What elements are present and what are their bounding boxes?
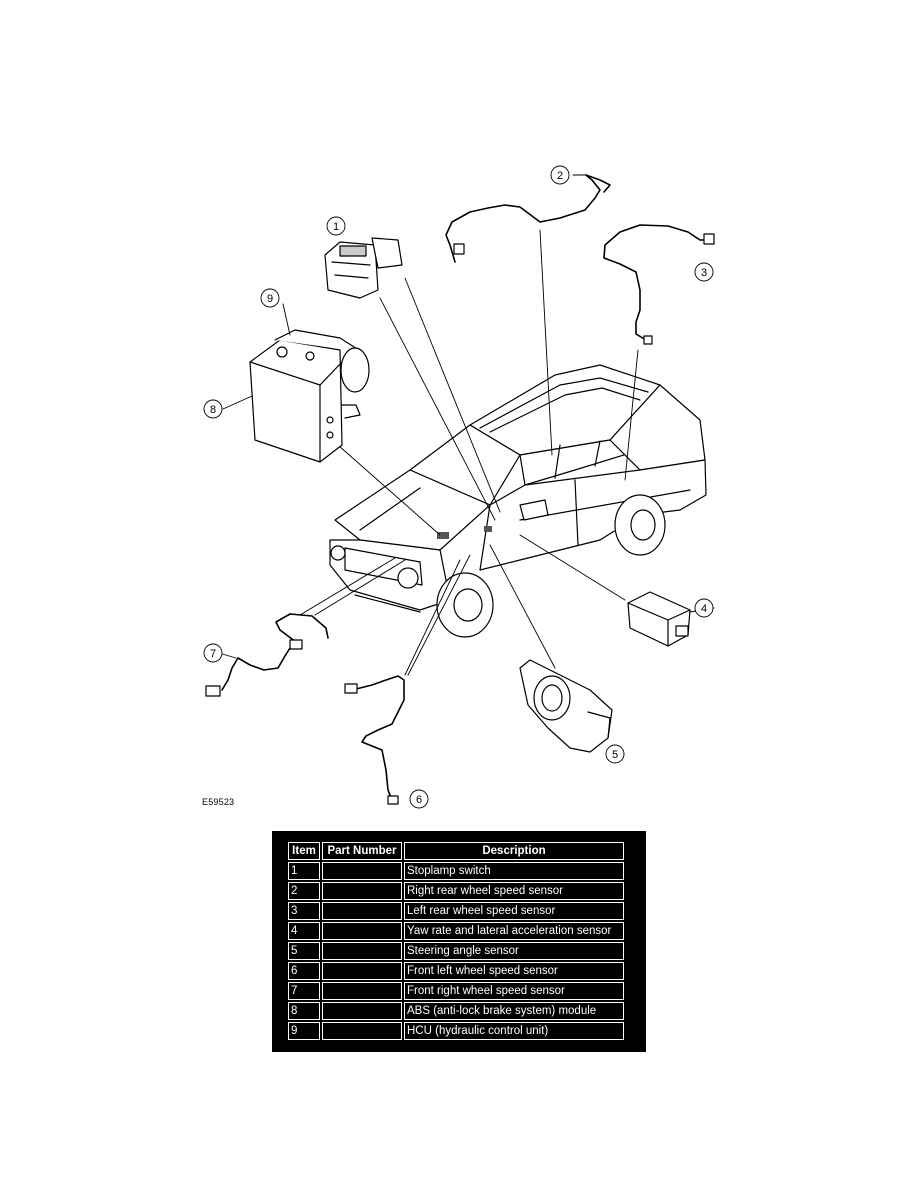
table-row: 8 ABS (anti-lock brake system) module	[288, 1002, 624, 1020]
callout-9: 9	[260, 288, 280, 308]
component-location-diagram: 1 2 3 4 5 6 7 8	[203, 165, 715, 809]
table-header-row: Item Part Number Description	[288, 842, 624, 860]
item-column-header: Item	[288, 842, 320, 860]
item-cell: 5	[288, 942, 320, 960]
table-row: 6 Front left wheel speed sensor	[288, 962, 624, 980]
callout-8-label: 8	[210, 404, 216, 416]
item-cell: 4	[288, 922, 320, 940]
description-cell: HCU (hydraulic control unit)	[404, 1022, 624, 1040]
callout-9-label: 9	[267, 293, 273, 305]
callout-6-label: 6	[416, 794, 422, 806]
description-cell: Right rear wheel speed sensor	[404, 882, 624, 900]
callout-3: 3	[694, 262, 714, 282]
item-cell: 9	[288, 1022, 320, 1040]
part-number-cell	[322, 862, 402, 880]
table-row: 9 HCU (hydraulic control unit)	[288, 1022, 624, 1040]
stoplamp-switch-part	[324, 237, 403, 299]
table-row: 3 Left rear wheel speed sensor	[288, 902, 624, 920]
part-number-column-header: Part Number	[322, 842, 402, 860]
callout-4-label: 4	[701, 603, 707, 615]
item-cell: 6	[288, 962, 320, 980]
parts-table-panel: Item Part Number Description 1 Stoplamp s…	[272, 831, 646, 1052]
part-number-cell	[322, 942, 402, 960]
callout-2: 2	[550, 165, 570, 185]
vehicle-illustration	[329, 364, 707, 638]
part-number-cell	[322, 962, 402, 980]
part-number-cell	[322, 902, 402, 920]
abs-module-hcu-part	[249, 329, 370, 463]
callout-8: 8	[203, 399, 223, 419]
description-cell: ABS (anti-lock brake system) module	[404, 1002, 624, 1020]
table-row: 2 Right rear wheel speed sensor	[288, 882, 624, 900]
parts-table-body: 1 Stoplamp switch 2 Right rear wheel speed …	[288, 862, 624, 1040]
figure-id: E59523	[202, 797, 235, 807]
callout-5: 5	[605, 744, 625, 764]
callout-1: 1	[326, 216, 346, 236]
left-rear-wheel-speed-sensor-part	[603, 224, 715, 345]
part-number-cell	[322, 882, 402, 900]
callout-4: 4	[694, 598, 714, 618]
description-column-header: Description	[404, 842, 624, 860]
part-number-cell	[322, 922, 402, 940]
callout-6: 6	[409, 789, 429, 809]
callout-3-label: 3	[701, 267, 707, 279]
item-cell: 8	[288, 1002, 320, 1020]
table-row: 4 Yaw rate and lateral acceleration senso…	[288, 922, 624, 940]
leader-lines	[299, 229, 639, 676]
table-row: 5 Steering angle sensor	[288, 942, 624, 960]
front-left-wheel-speed-sensor-part	[344, 675, 405, 805]
item-cell: 1	[288, 862, 320, 880]
part-number-cell	[322, 1022, 402, 1040]
item-cell: 3	[288, 902, 320, 920]
description-cell: Front right wheel speed sensor	[404, 982, 624, 1000]
callout-5-label: 5	[612, 749, 618, 761]
callout-2-label: 2	[557, 170, 563, 182]
description-cell: Stoplamp switch	[404, 862, 624, 880]
table-row: 1 Stoplamp switch	[288, 862, 624, 880]
description-cell: Steering angle sensor	[404, 942, 624, 960]
front-right-wheel-speed-sensor-part	[205, 613, 329, 697]
description-cell: Yaw rate and lateral acceleration sensor	[404, 922, 624, 940]
description-cell: Left rear wheel speed sensor	[404, 902, 624, 920]
item-cell: 2	[288, 882, 320, 900]
table-row: 7 Front right wheel speed sensor	[288, 982, 624, 1000]
right-rear-wheel-speed-sensor-part	[445, 174, 611, 263]
parts-table: Item Part Number Description 1 Stoplamp s…	[286, 840, 626, 1042]
callout-7-label: 7	[210, 648, 216, 660]
description-cell: Front left wheel speed sensor	[404, 962, 624, 980]
yaw-rate-sensor-part	[627, 591, 691, 647]
part-number-cell	[322, 1002, 402, 1020]
callouts: 1 2 3 4 5 6 7 8	[203, 165, 715, 809]
steering-angle-sensor-part	[519, 659, 613, 753]
callout-7: 7	[203, 643, 223, 663]
callout-1-label: 1	[333, 221, 339, 233]
item-cell: 7	[288, 982, 320, 1000]
part-number-cell	[322, 982, 402, 1000]
